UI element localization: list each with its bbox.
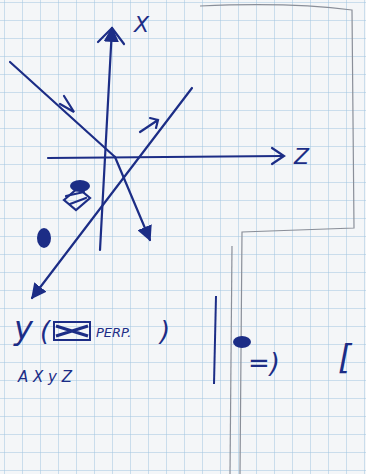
ink-scribbles	[37, 180, 251, 348]
axis-label: Z	[294, 146, 309, 168]
note-text: PERP.	[96, 326, 131, 339]
axes	[10, 28, 284, 298]
bracket-text: (	[40, 318, 50, 344]
bracket-text: [	[338, 340, 351, 374]
pencil-outline	[200, 5, 354, 474]
bracket-text: )	[160, 318, 170, 344]
note-text: A X y Z	[18, 370, 72, 385]
equals-text: =)	[248, 350, 280, 376]
bracket-line	[214, 296, 216, 384]
axis-label: X	[134, 14, 149, 36]
axis-label: y	[14, 312, 33, 344]
